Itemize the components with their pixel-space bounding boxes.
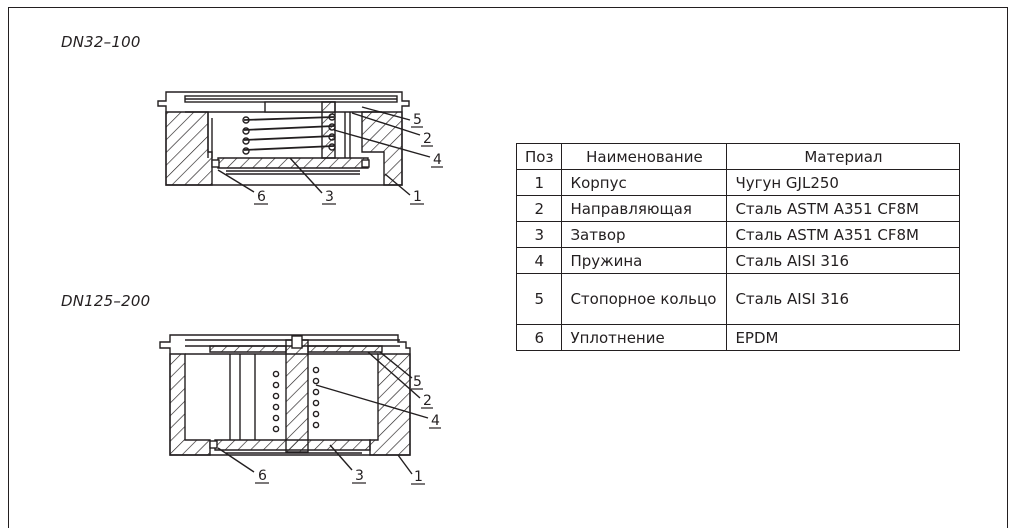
- table-row: 3 Затвор Сталь ASTM A351 CF8M: [515, 221, 961, 248]
- cell-material: EPDM: [726, 324, 961, 351]
- cell-name: Затвор: [561, 221, 728, 248]
- callout-bottom-3: 3: [355, 468, 364, 484]
- callout-top-6: 6: [257, 189, 266, 205]
- cell-name: Корпус: [561, 169, 728, 196]
- cell-material: Сталь AISI 316: [726, 247, 961, 274]
- callout-top-4: 4: [433, 152, 442, 168]
- callout-bottom-1: 1: [414, 469, 423, 485]
- materials-table: Поз Наименование Материал 1 Корпус Чугун…: [515, 143, 961, 351]
- callout-top-3: 3: [325, 189, 334, 205]
- table-row: 6 Уплотнение EPDM: [515, 324, 961, 351]
- cell-material: Сталь AISI 316: [726, 273, 961, 325]
- col-header-material: Материал: [726, 143, 961, 170]
- cell-pos: 1: [515, 169, 563, 196]
- table-row: 4 Пружина Сталь AISI 316: [515, 247, 961, 274]
- cell-pos: 3: [515, 221, 563, 248]
- col-header-name: Наименование: [561, 143, 728, 170]
- cell-pos: 4: [515, 247, 563, 274]
- valve-section-small: [157, 91, 431, 196]
- cell-material: Чугун GJL250: [726, 169, 961, 196]
- callout-bottom-5: 5: [413, 374, 422, 390]
- section-label-dn32-100: DN32–100: [61, 33, 141, 51]
- table-header-row: Поз Наименование Материал: [515, 143, 961, 170]
- table-row: 2 Направляющая Сталь ASTM A351 CF8M: [515, 195, 961, 222]
- callout-top-2: 2: [423, 131, 432, 147]
- cell-name: Пружина: [561, 247, 728, 274]
- col-header-pos: Поз: [515, 143, 563, 170]
- cell-name: Уплотнение: [561, 324, 728, 351]
- cell-pos: 2: [515, 195, 563, 222]
- callout-top-5: 5: [413, 112, 422, 128]
- cell-pos: 5: [515, 273, 563, 325]
- valve-section-large: [159, 334, 429, 475]
- callout-bottom-4: 4: [431, 413, 440, 429]
- callout-bottom-2: 2: [423, 393, 432, 409]
- cell-pos: 6: [515, 324, 563, 351]
- valve-drawings: 5 2 4 1 3 6 5 2 4 1 3 6: [157, 91, 443, 485]
- callout-top-1: 1: [413, 189, 422, 205]
- cell-material: Сталь ASTM A351 CF8M: [726, 221, 961, 248]
- cell-name: Направляющая: [561, 195, 728, 222]
- callout-bottom-6: 6: [258, 468, 267, 484]
- document-frame: [8, 7, 1008, 528]
- section-label-dn125-200: DN125–200: [61, 292, 151, 310]
- table-row: 5 Стопорное кольцо Сталь AISI 316: [515, 273, 961, 325]
- cell-name: Стопорное кольцо: [561, 273, 728, 325]
- table-row: 1 Корпус Чугун GJL250: [515, 169, 961, 196]
- cell-material: Сталь ASTM A351 CF8M: [726, 195, 961, 222]
